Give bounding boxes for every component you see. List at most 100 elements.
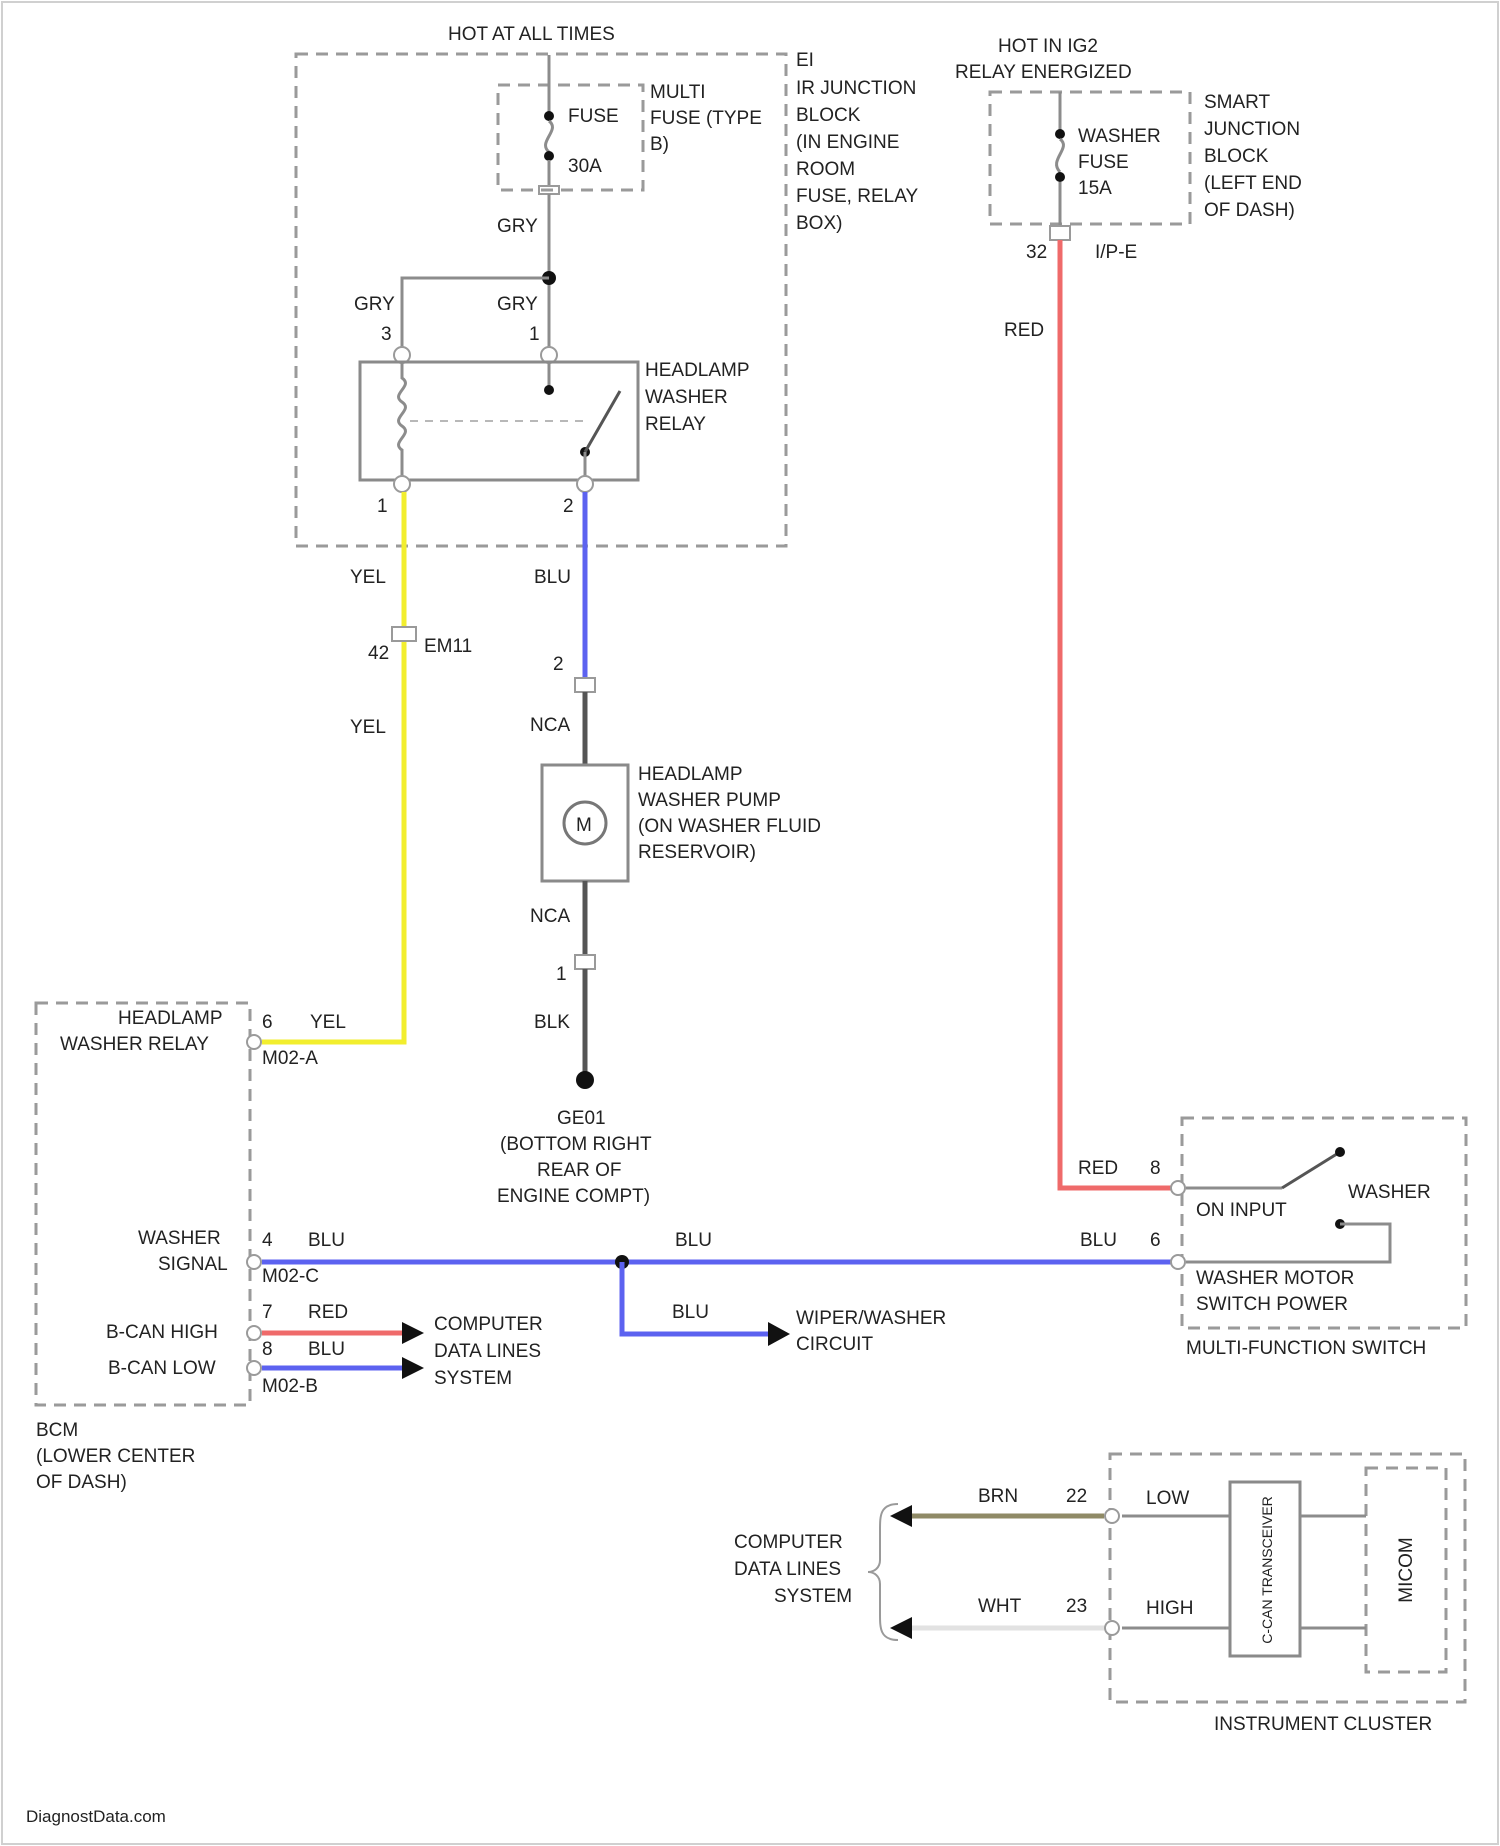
pump-label-line-1: HEADLAMP	[638, 764, 743, 785]
mfs-output-line	[1186, 1224, 1390, 1262]
mfs-name: MULTI-FUNCTION SWITCH	[1186, 1338, 1426, 1359]
ipe-connector-icon	[1050, 226, 1070, 240]
ground-line-4: ENGINE COMPT)	[497, 1186, 650, 1207]
junction-block-line-6: BOX)	[796, 213, 842, 234]
cluster-cdl-line-2: DATA LINES	[734, 1559, 841, 1580]
bcan-low-pin: 8	[262, 1339, 273, 1360]
relay-terminal-2	[577, 476, 593, 492]
red-wire-to-mfs	[1060, 240, 1172, 1188]
junction-block-line-2: BLOCK	[796, 105, 861, 126]
ground-line-1: GE01	[557, 1108, 606, 1129]
bcan-high-arrow-icon	[402, 1322, 424, 1344]
ground-line-3: REAR OF	[537, 1160, 621, 1181]
pump-pin-bottom: 1	[556, 964, 567, 985]
junction-block-line-3: (IN ENGINE	[796, 132, 899, 153]
bcm-relay-pin: 6	[262, 1012, 273, 1033]
multi-fuse-line-2: FUSE (TYPE	[650, 108, 762, 129]
mfs-motor-line-2: SWITCH POWER	[1196, 1294, 1348, 1315]
blu-wire-label: BLU	[534, 567, 571, 588]
bcm-relay-terminal	[247, 1035, 261, 1049]
fuse-terminal-bottom	[544, 151, 554, 161]
washer-fuse-terminal-top	[1055, 129, 1065, 139]
wiper-branch-wire	[622, 1262, 768, 1334]
mfs-switch-contact-top	[1335, 1147, 1345, 1157]
em11-connector-icon	[392, 627, 416, 641]
instrument-cluster: C-CAN TRANSCEIVER MICOM LOW HIGH INSTRUM…	[734, 1454, 1465, 1735]
wiper-label-line-2: CIRCUIT	[796, 1334, 873, 1355]
bcan-low-label: B-CAN LOW	[108, 1358, 216, 1379]
bcm-relay-wire: YEL	[310, 1012, 346, 1033]
bcm-relay-label-line-2: WASHER RELAY	[60, 1034, 209, 1055]
wiper-branch-arrow-icon	[768, 1322, 790, 1346]
junction-block-engine-room: EI IR JUNCTION BLOCK (IN ENGINE ROOM FUS…	[296, 50, 918, 546]
wht-wire-label: WHT	[978, 1596, 1022, 1617]
relay-label-line-3: RELAY	[645, 414, 706, 435]
pump-label-line-4: RESERVOIR)	[638, 842, 756, 863]
smart-junction-line-3: BLOCK	[1204, 146, 1269, 167]
bcm-name-line-1: BCM	[36, 1420, 78, 1441]
smart-junction-line-1: SMART	[1204, 92, 1271, 113]
relay-label-line-1: HEADLAMP	[645, 360, 750, 381]
mfs-red-wire-label: RED	[1078, 1158, 1118, 1179]
relay-pin-top-left: 3	[381, 324, 392, 345]
mfs-on-input: ON INPUT	[1196, 1200, 1287, 1221]
fuse-amp-label: 30A	[568, 156, 602, 177]
relay-pin-top-right: 1	[529, 324, 540, 345]
micom-label: MICOM	[1396, 1537, 1417, 1602]
smart-junction-line-5: OF DASH)	[1204, 200, 1295, 221]
fuse-terminal-top	[544, 111, 554, 121]
junction-block-line-4: ROOM	[796, 159, 855, 180]
em11-pin: 42	[368, 643, 389, 664]
multi-fuse-line-1: MULTI	[650, 82, 706, 103]
cdl-brace-icon	[868, 1504, 898, 1640]
mfs-terminal-6	[1171, 1255, 1185, 1269]
bcm-name-line-3: OF DASH)	[36, 1472, 127, 1493]
yel-label-upper: YEL	[350, 567, 386, 588]
signal-branch-label: BLU	[672, 1302, 709, 1323]
mfs-switch-arm	[1282, 1152, 1340, 1188]
transceiver-label: C-CAN TRANSCEIVER	[1259, 1496, 1275, 1644]
bcm-washer-line-2: SIGNAL	[158, 1254, 228, 1275]
junction-block-line-5: FUSE, RELAY	[796, 186, 918, 207]
smart-junction-line-4: (LEFT END	[1204, 173, 1302, 194]
relay-pin-bottom-left: 1	[377, 496, 388, 517]
brn-arrow-icon	[890, 1505, 912, 1527]
cluster-cdl-line-1: COMPUTER	[734, 1532, 843, 1553]
cluster-cdl-line-3: SYSTEM	[774, 1586, 852, 1607]
multi-fuse-line-3: B)	[650, 134, 669, 155]
wiper-label-line-1: WIPER/WASHER	[796, 1308, 946, 1329]
cluster-high-label: HIGH	[1146, 1598, 1194, 1619]
relay-coil-icon	[399, 363, 406, 480]
junction-block-line-1: IR JUNCTION	[796, 78, 916, 99]
multi-function-switch: 6 ON INPUT WASHER WASHER MOTOR SWITCH PO…	[1150, 1118, 1466, 1359]
signal-right-label: BLU	[1080, 1230, 1117, 1251]
bcm-washer-pin: 4	[262, 1230, 273, 1251]
cluster-low-label: LOW	[1146, 1488, 1189, 1509]
footer-watermark: DiagnostData.com	[26, 1807, 166, 1826]
red-vertical-label: RED	[1004, 320, 1044, 341]
em11-connector-label: EM11	[424, 636, 472, 657]
yel-wire-group: YEL 42 EM11 YEL	[262, 492, 472, 1042]
bcm-relay-connector: M02-A	[262, 1048, 318, 1069]
washer-fuse-terminal-bottom	[1055, 172, 1065, 182]
washer-fuse-line-2: FUSE	[1078, 152, 1129, 173]
relay-contact-fixed	[544, 385, 554, 395]
mfs-terminal-8	[1171, 1181, 1185, 1195]
pump-pin-top: 2	[553, 654, 564, 675]
brn-pin: 22	[1066, 1486, 1087, 1507]
relay-label-line-2: WASHER	[645, 387, 728, 408]
pump-connector-bottom-icon	[575, 955, 595, 969]
bcm-outline	[36, 1003, 250, 1405]
pump-connector-top-icon	[575, 678, 595, 692]
smart-junction-line-2: JUNCTION	[1204, 119, 1300, 140]
bcan-connector: M02-B	[262, 1376, 318, 1397]
fuse-label: FUSE	[568, 106, 619, 127]
bcan-high-pin: 7	[262, 1302, 273, 1323]
signal-mid-label: BLU	[675, 1230, 712, 1251]
pump-label-line-3: (ON WASHER FLUID	[638, 816, 821, 837]
ground-line-2: (BOTTOM RIGHT	[500, 1134, 652, 1155]
smart-junction-block: SMART JUNCTION BLOCK (LEFT END OF DASH) …	[990, 92, 1302, 263]
junction-block-pin: EI	[796, 50, 814, 71]
bcm-relay-label-line-1: HEADLAMP	[118, 1008, 223, 1029]
washer-fuse-line-3: 15A	[1078, 178, 1112, 199]
